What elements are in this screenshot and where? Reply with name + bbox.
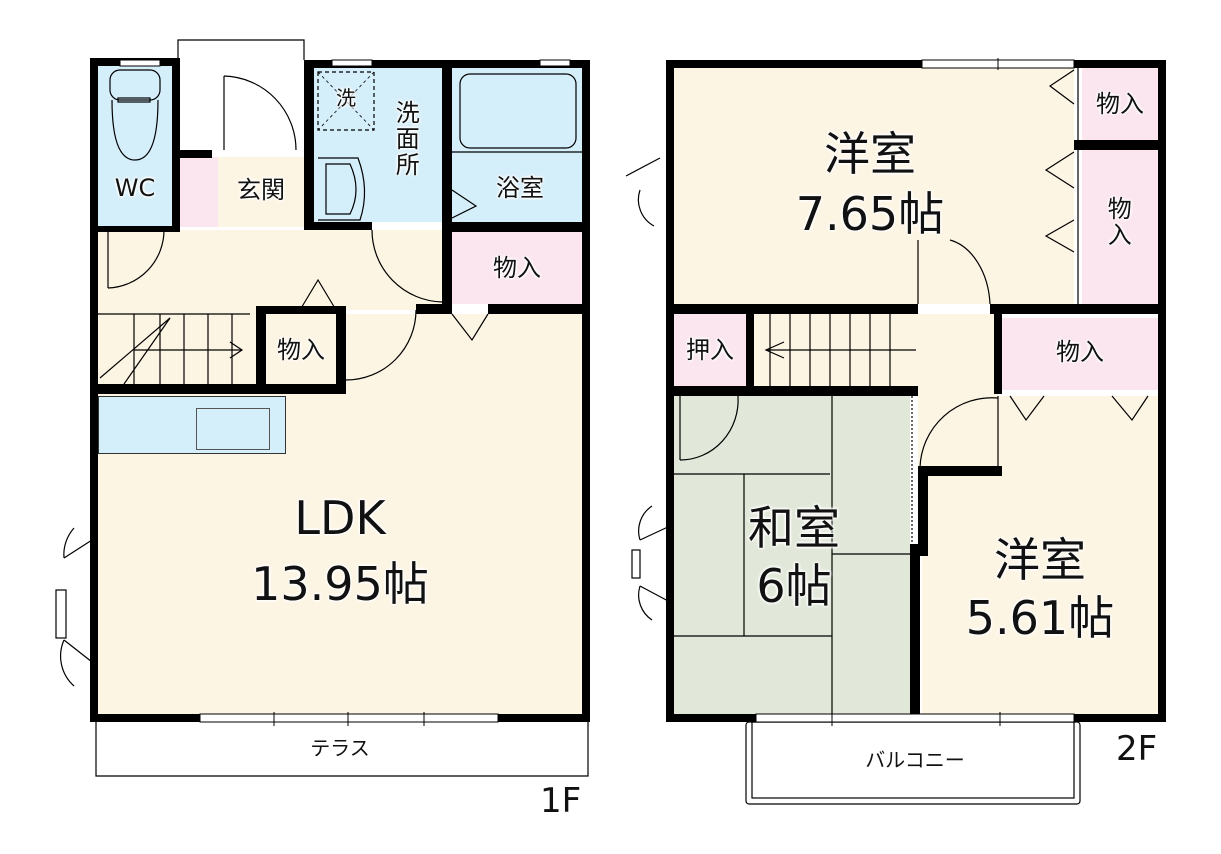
label-wc: WC bbox=[114, 174, 156, 202]
room-storage-d bbox=[1082, 150, 1158, 304]
room-storage-a bbox=[452, 232, 582, 304]
label-terrace: テラス bbox=[310, 736, 370, 760]
label-washroom: 洗面所 bbox=[391, 100, 420, 178]
label-entrance: 玄関 bbox=[237, 176, 285, 204]
kitchen-sink bbox=[196, 408, 270, 450]
room-bath bbox=[452, 68, 582, 222]
label-storage-b: 物入 bbox=[277, 336, 325, 364]
label-bath: 浴室 bbox=[496, 174, 544, 202]
label-storage-a: 物入 bbox=[493, 254, 541, 282]
label-western1-size: 7.65帖 bbox=[795, 187, 945, 241]
label-ldk-name: LDK bbox=[294, 491, 386, 545]
label-washer: 洗 bbox=[336, 86, 356, 110]
label-storage-d: 物入 bbox=[1103, 196, 1132, 248]
room-western-7-65 bbox=[674, 68, 1074, 304]
room-entrance bbox=[218, 157, 304, 227]
label-storage-c: 物入 bbox=[1096, 90, 1144, 118]
label-floor-2f: 2F bbox=[1116, 729, 1158, 769]
room-closet bbox=[674, 314, 746, 386]
room-western-5-61-upper bbox=[1002, 396, 1158, 476]
label-western1-name: 洋室 bbox=[824, 127, 916, 181]
label-japanese-size: 6帖 bbox=[756, 559, 832, 613]
kitchen-counter bbox=[98, 396, 286, 454]
room-storage-e bbox=[1002, 318, 1158, 390]
room-washroom bbox=[314, 68, 442, 222]
label-ldk-size: 13.95帖 bbox=[251, 557, 429, 611]
label-storage-e: 物入 bbox=[1056, 338, 1104, 366]
label-floor-1f: 1F bbox=[540, 781, 582, 821]
label-balcony: バルコニー bbox=[865, 748, 965, 772]
label-japanese-name: 和室 bbox=[748, 501, 840, 555]
label-western2-size: 5.61帖 bbox=[965, 591, 1115, 645]
label-western2-name: 洋室 bbox=[994, 533, 1086, 587]
room-entrance-step bbox=[180, 157, 218, 227]
label-closet: 押入 bbox=[686, 336, 734, 364]
room-storage-c bbox=[1082, 68, 1158, 140]
